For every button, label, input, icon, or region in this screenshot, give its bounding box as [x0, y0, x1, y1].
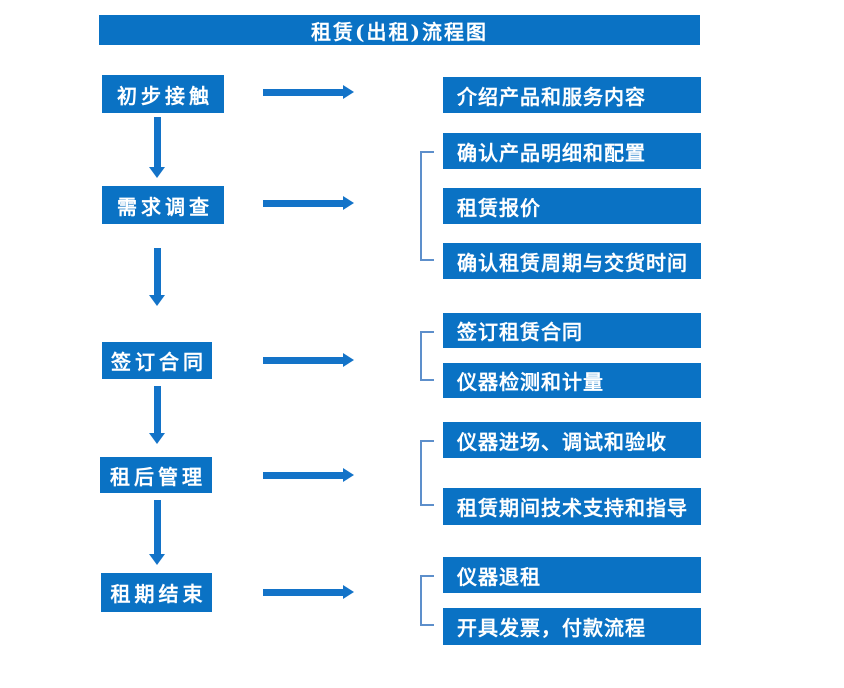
- title-bar: 租赁(出租)流程图: [99, 15, 700, 45]
- right-arrow-4: [263, 468, 354, 482]
- detail-label: 仪器退租: [457, 564, 541, 589]
- step-label: 签订合同: [111, 350, 207, 374]
- arrow-shaft: [153, 248, 161, 295]
- arrow-head: [343, 585, 354, 599]
- arrow-shaft: [263, 588, 343, 596]
- group-bracket-post-rental: [420, 440, 434, 506]
- step-box-demand-survey: 需求调查: [102, 186, 224, 224]
- arrow-shaft: [263, 199, 343, 207]
- detail-label: 确认产品明细和配置: [457, 140, 646, 165]
- group-bracket-demand-survey: [420, 151, 434, 261]
- detail-box-rental-quote: 租赁报价: [443, 188, 701, 224]
- arrow-shaft: [153, 117, 161, 167]
- step-label: 租后管理: [110, 464, 206, 489]
- detail-label: 租赁期间技术支持和指导: [457, 496, 688, 520]
- arrow-shaft: [153, 500, 161, 554]
- down-arrow-3: [149, 386, 165, 444]
- detail-box-sign-rental-contract: 签订租赁合同: [443, 313, 701, 348]
- detail-box-tech-support-guidance: 租赁期间技术支持和指导: [443, 488, 701, 525]
- down-arrow-2: [149, 248, 165, 306]
- step-label: 需求调查: [117, 194, 213, 219]
- detail-box-invoice-payment: 开具发票，付款流程: [443, 608, 701, 645]
- detail-label: 确认租赁周期与交货时间: [457, 250, 688, 275]
- step-box-initial-contact: 初步接触: [102, 75, 224, 113]
- detail-label: 介绍产品和服务内容: [457, 84, 646, 109]
- group-bracket-rental-end: [420, 575, 434, 626]
- step-label: 初步接触: [117, 83, 213, 108]
- right-arrow-5: [263, 585, 354, 599]
- page-title: 租赁(出租)流程图: [311, 19, 488, 44]
- arrow-head: [149, 433, 165, 444]
- arrow-shaft: [263, 356, 343, 364]
- arrow-head: [343, 353, 354, 367]
- group-bracket-sign-contract: [420, 331, 434, 381]
- detail-box-instrument-return: 仪器退租: [443, 557, 701, 593]
- detail-box-confirm-period-delivery: 确认租赁周期与交货时间: [443, 243, 701, 279]
- detail-label: 仪器进场、调试和验收: [457, 429, 667, 454]
- arrow-head: [149, 554, 165, 565]
- arrow-head: [149, 295, 165, 306]
- right-arrow-2: [263, 196, 354, 210]
- down-arrow-1: [149, 117, 165, 178]
- step-box-post-rental-management: 租后管理: [100, 457, 212, 493]
- right-arrow-1: [263, 85, 354, 99]
- arrow-shaft: [263, 471, 343, 479]
- step-box-rental-end: 租期结束: [101, 573, 212, 612]
- detail-label: 开具发票，付款流程: [457, 616, 646, 640]
- arrow-head: [343, 196, 354, 210]
- detail-box-instrument-arrival-acceptance: 仪器进场、调试和验收: [443, 422, 701, 458]
- detail-label: 租赁报价: [457, 195, 541, 220]
- arrow-head: [343, 468, 354, 482]
- step-label: 租期结束: [110, 582, 207, 606]
- detail-box-confirm-product-config: 确认产品明细和配置: [443, 133, 701, 169]
- down-arrow-4: [149, 500, 165, 565]
- arrow-shaft: [153, 386, 161, 433]
- detail-label: 签订租赁合同: [457, 320, 583, 344]
- right-arrow-3: [263, 353, 354, 367]
- arrow-head: [149, 167, 165, 178]
- detail-box-instrument-test-metering: 仪器检测和计量: [443, 363, 701, 398]
- arrow-head: [343, 85, 354, 99]
- detail-label: 仪器检测和计量: [457, 370, 604, 394]
- detail-box-intro-products-services: 介绍产品和服务内容: [443, 77, 701, 113]
- arrow-shaft: [263, 88, 343, 96]
- step-box-sign-contract: 签订合同: [102, 342, 212, 379]
